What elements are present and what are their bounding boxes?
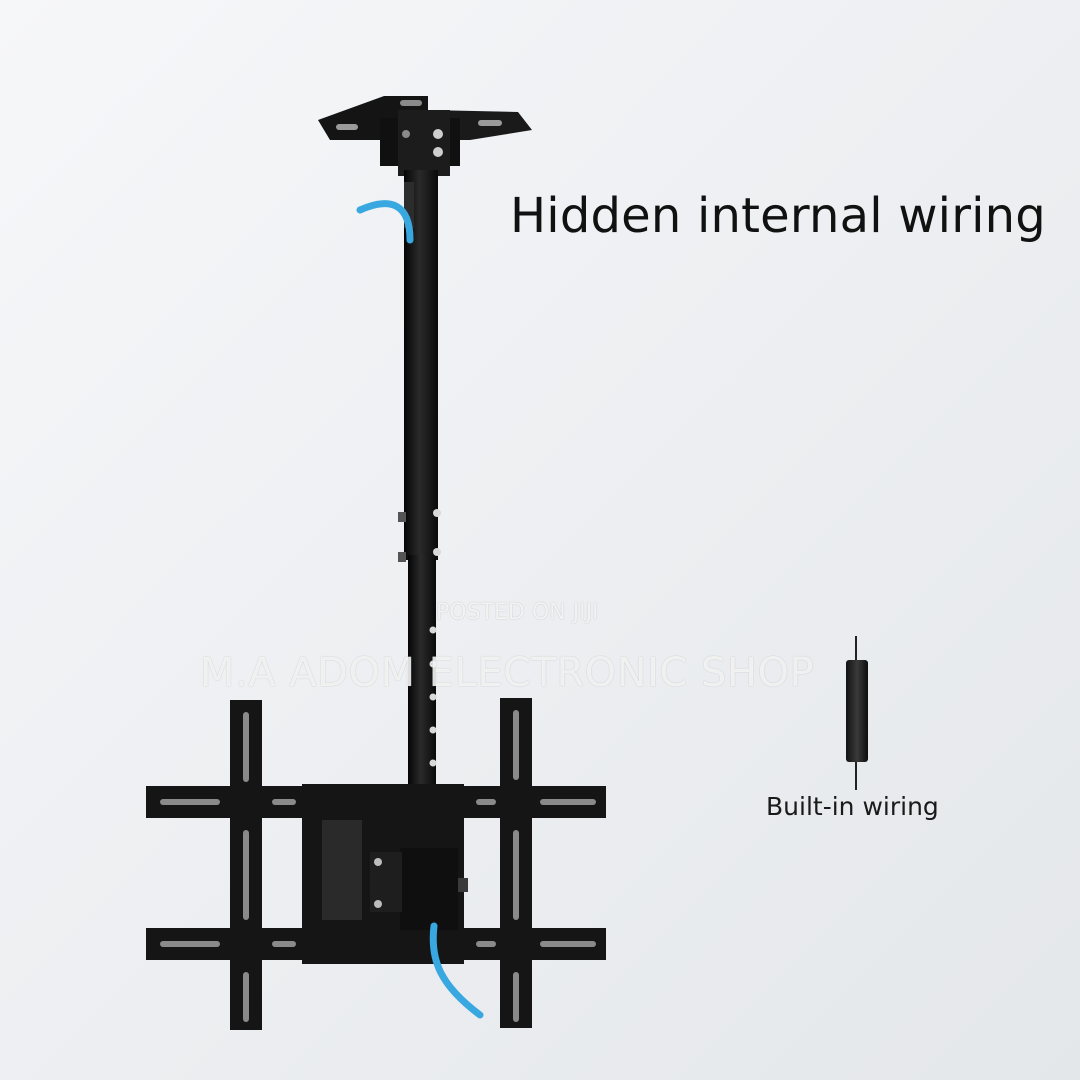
ceiling-plate [318,96,532,176]
headline: Hidden internal wiring [510,188,1046,244]
wiring-sleeve-icon [846,636,868,790]
cable-top [356,200,414,244]
tilt-head [370,848,468,930]
cable-bottom [429,922,484,1019]
watermark-shop: M.A ADOM ELECTRONIC SHOP [200,650,815,696]
callout-label: Built-in wiring [766,792,939,821]
watermark-posted: POSTED ON JIJI [436,600,599,625]
